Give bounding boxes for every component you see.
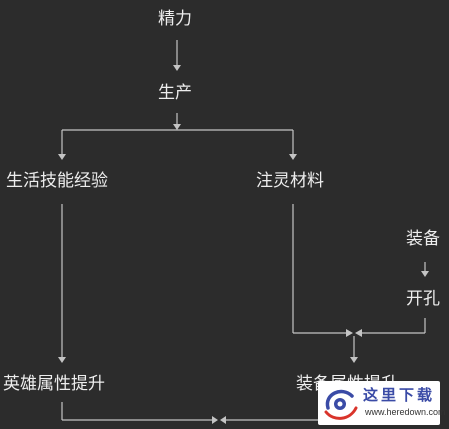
arrowhead-equipup xyxy=(350,357,358,363)
node-zhuling-material: 注灵材料 xyxy=(256,171,324,191)
arrowhead-split xyxy=(173,124,181,130)
watermark-badge: 这里下载 www.heredown.com xyxy=(318,381,446,425)
node-jingli: 精力 xyxy=(158,9,192,29)
node-equipment: 装备 xyxy=(406,229,440,249)
arrowhead-shengchan xyxy=(173,65,181,71)
arrowhead-zhuling xyxy=(289,154,297,160)
node-socketing: 开孔 xyxy=(406,289,440,309)
node-hero-attribute-up: 英雄属性提升 xyxy=(3,374,105,394)
arrowhead-hero xyxy=(58,357,66,363)
arrowhead-skill xyxy=(58,154,66,160)
node-shengchan: 生产 xyxy=(158,83,192,103)
heredown-logo-icon xyxy=(324,389,358,420)
node-life-skill-exp: 生活技能经验 xyxy=(6,171,108,191)
merge-arrow-left xyxy=(346,329,353,337)
watermark-site-name: 这里下载 xyxy=(363,386,436,404)
arrowhead-kaikong xyxy=(421,271,429,277)
bottom-arrow-left xyxy=(212,416,218,424)
watermark-site-url: www.heredown.com xyxy=(365,407,446,417)
merge-arrow-right xyxy=(355,329,362,337)
bottom-arrow-right xyxy=(220,416,226,424)
